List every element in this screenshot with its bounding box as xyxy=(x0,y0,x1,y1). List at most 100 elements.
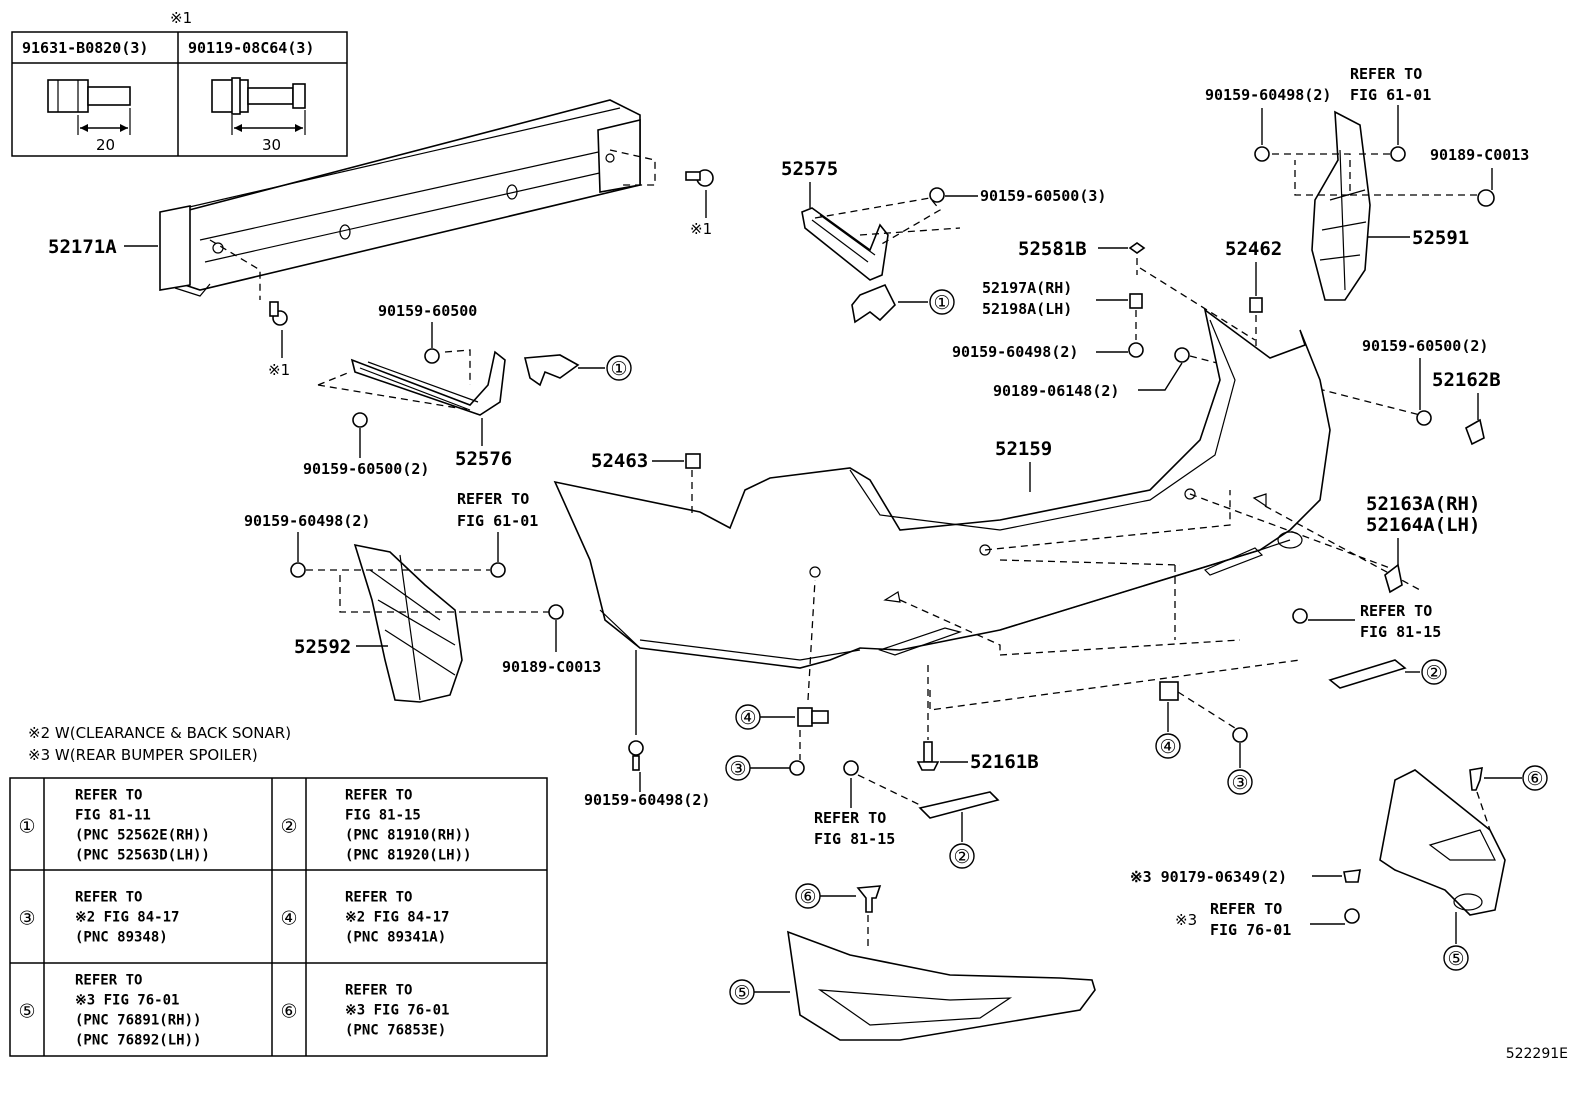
legend-line-5-3: (PNC 76891(RH)) xyxy=(75,1013,201,1029)
callout-4-right: ④ xyxy=(1159,736,1176,758)
callout-2-right: ② xyxy=(1425,662,1442,684)
legend-mark-3: ③ xyxy=(18,908,35,930)
note-2: ※2 W(CLEARANCE & BACK SONAR) xyxy=(28,724,291,742)
legend-mark-5: ⑤ xyxy=(18,1001,35,1023)
label-refer-76-01-right-mark: ※3 xyxy=(1175,911,1197,929)
callout-5-center: ⑤ xyxy=(733,982,750,1004)
bolt-icon xyxy=(47,79,131,135)
legend-line-6-3: (PNC 76853E) xyxy=(345,1023,446,1039)
label-refer-61-01-left-2: FIG 61-01 xyxy=(457,512,538,530)
bumper-cover-52159 xyxy=(553,308,1331,669)
legend-line-4-1: REFER TO xyxy=(345,890,412,906)
bumper-reinforcement xyxy=(159,99,641,297)
label-90159-60498-2-mid: 90159-60498(2) xyxy=(952,343,1078,361)
label-52161B: 52161B xyxy=(970,751,1039,773)
legend-line-1-3: (PNC 52562E(RH)) xyxy=(75,828,210,844)
callout-5-right: ⑤ xyxy=(1447,948,1464,970)
callout-3-right: ③ xyxy=(1231,772,1248,794)
label-52159: 52159 xyxy=(995,438,1052,460)
label-refer-81-15-center-2: FIG 81-15 xyxy=(814,830,895,848)
legend-line-2-4: (PNC 81920(LH)) xyxy=(345,848,471,864)
callout-4-left: ④ xyxy=(739,707,756,729)
label-52575: 52575 xyxy=(781,158,838,180)
clip-icon xyxy=(929,187,945,203)
legend-line-6-1: REFER TO xyxy=(345,983,412,999)
note-3: ※3 W(REAR BUMPER SPOILER) xyxy=(28,746,258,764)
splash-shield-52591 xyxy=(1311,110,1371,301)
label-refer-61-01-top-2: FIG 61-01 xyxy=(1350,86,1431,104)
bolt-icon xyxy=(269,301,288,326)
label-52198A: 52198A(LH) xyxy=(982,300,1072,318)
label-52462: 52462 xyxy=(1225,238,1282,260)
callout-2-center: ② xyxy=(953,846,970,868)
legend-mark-6: ⑥ xyxy=(280,1001,297,1023)
splash-shield-52592 xyxy=(353,543,463,703)
label-52164A: 52164A(LH) xyxy=(1366,514,1480,536)
reflector-left xyxy=(918,791,1000,819)
bolt-flange-icon xyxy=(211,77,306,135)
legend-line-5-2: ※3 FIG 76-01 xyxy=(75,993,179,1009)
callout-6-center: ⑥ xyxy=(799,886,816,908)
legend-mark-4: ④ xyxy=(280,908,297,930)
legend-line-2-2: FIG 81-15 xyxy=(345,808,421,824)
fastener-table: ※1 91631-B0820(3) 90119-08C64(3) 20 xyxy=(11,9,348,157)
clip-52161B xyxy=(916,741,940,771)
label-90159-60500-3: 90159-60500(3) xyxy=(980,187,1106,205)
bolt-icon xyxy=(685,169,714,187)
legend-mark-2: ② xyxy=(280,816,297,838)
label-90159-60498-2-top: 90159-60498(2) xyxy=(1205,86,1331,104)
label-90159-60500-2-left: 90159-60500(2) xyxy=(303,460,429,478)
legend-line-2-1: REFER TO xyxy=(345,788,412,804)
legend-line-3-3: (PNC 89348) xyxy=(75,930,168,946)
legend-line-1-4: (PNC 52563D(LH)) xyxy=(75,848,210,864)
callout-legend-table: ① REFER TO FIG 81-11 (PNC 52562E(RH)) (PNC 5… xyxy=(9,777,548,1057)
label-52171A: 52171A xyxy=(48,236,117,258)
label-refer-81-15-right-2: FIG 81-15 xyxy=(1360,623,1441,641)
label-refer-61-01-left-1: REFER TO xyxy=(457,490,529,508)
fastener-length-2: 30 xyxy=(262,136,281,154)
label-90159-60500-2-right: 90159-60500(2) xyxy=(1362,337,1488,355)
fastener-part-no-1: 91631-B0820(3) xyxy=(22,39,148,57)
callout-1-upper: ① xyxy=(933,292,950,314)
legend-line-6-2: ※3 FIG 76-01 xyxy=(345,1003,449,1019)
spoiler-right xyxy=(1379,769,1506,916)
callout-6-right: ⑥ xyxy=(1526,768,1543,790)
legend-line-1-1: REFER TO xyxy=(75,788,142,804)
legend-line-5-1: REFER TO xyxy=(75,973,142,989)
label-90179-06349: ※3 90179-06349(2) xyxy=(1130,868,1287,886)
label-refer-81-15-right-1: REFER TO xyxy=(1360,602,1432,620)
legend-line-2-3: (PNC 81910(RH)) xyxy=(345,828,471,844)
reflector-right xyxy=(1328,659,1407,689)
label-90159-60498-2-left: 90159-60498(2) xyxy=(244,512,370,530)
legend-line-4-2: ※2 FIG 84-17 xyxy=(345,910,449,926)
callout-3-left: ③ xyxy=(729,758,746,780)
bracket-52576 xyxy=(350,350,580,416)
label-52581B: 52581B xyxy=(1018,238,1087,260)
label-52197A: 52197A(RH) xyxy=(982,279,1072,297)
label-star1-upper: ※1 xyxy=(690,220,712,238)
legend-line-1-2: FIG 81-11 xyxy=(75,808,151,824)
label-52463: 52463 xyxy=(591,450,648,472)
label-90159-60500: 90159-60500 xyxy=(378,302,477,320)
label-90189-C0013-left: 90189-C0013 xyxy=(502,658,601,676)
fastener-part-no-2: 90119-08C64(3) xyxy=(188,39,314,57)
label-52592: 52592 xyxy=(294,636,351,658)
legend-line-3-2: ※2 FIG 84-17 xyxy=(75,910,179,926)
label-52162B: 52162B xyxy=(1432,369,1501,391)
label-90189-06148: 90189-06148(2) xyxy=(993,382,1119,400)
bolt-icon xyxy=(628,740,644,771)
label-52591: 52591 xyxy=(1412,227,1469,249)
legend-line-4-3: (PNC 89341A) xyxy=(345,930,446,946)
figure-id: 522291E xyxy=(1506,1046,1568,1062)
label-refer-61-01-top-1: REFER TO xyxy=(1350,65,1422,83)
label-refer-81-15-center-1: REFER TO xyxy=(814,809,886,827)
label-90159-60498-2-bot: 90159-60498(2) xyxy=(584,791,710,809)
label-star1-lower: ※1 xyxy=(268,361,290,379)
label-90189-C0013-top: 90189-C0013 xyxy=(1430,146,1529,164)
label-52163A: 52163A(RH) xyxy=(1366,493,1480,515)
fastener-length-1: 20 xyxy=(96,136,115,154)
label-refer-76-01-right-2: FIG 76-01 xyxy=(1210,921,1291,939)
legend-mark-1: ① xyxy=(18,816,35,838)
callout-1-left: ① xyxy=(610,358,627,380)
